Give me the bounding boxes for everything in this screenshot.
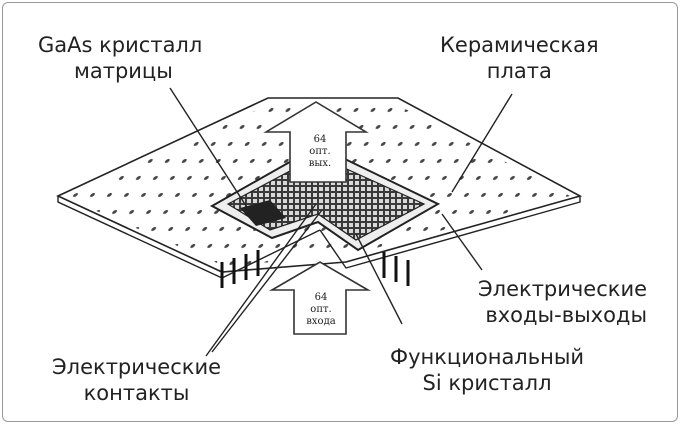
label-ceramic-plate: Керамическая плата [440, 33, 599, 83]
plate-edge-left [57, 196, 321, 279]
output-arrow [263, 101, 369, 183]
leader-lines [169, 87, 513, 357]
label-contacts: Электрические контакты [52, 355, 222, 405]
matrix-dark-strip [240, 200, 286, 226]
label-io: Электрические входы-выходы [478, 277, 648, 327]
output-opt: опт. [309, 146, 331, 157]
input-arrow [269, 261, 371, 335]
output-arrow-caption: 64 опт. вых. [300, 134, 340, 170]
leader-si [355, 233, 403, 325]
leader-gaas [169, 87, 251, 213]
leader-contacts-1 [205, 203, 317, 357]
input-opt: опт. [310, 304, 332, 315]
label-si-crystal: Функциональный Si кристалл [390, 345, 585, 395]
input-in: входа [306, 316, 336, 327]
input-arrow-caption: 64 опт. входа [298, 292, 344, 328]
input-count: 64 [314, 292, 328, 303]
leader-ceramic [451, 93, 513, 193]
io-pins [220, 250, 410, 288]
leader-contacts-2 [211, 209, 323, 353]
output-count: 64 [313, 134, 327, 145]
output-out: вых. [308, 158, 332, 169]
leader-io [441, 213, 483, 271]
plate-edge-right [319, 196, 581, 269]
label-gaas-crystal: GaAs кристалл матрицы [38, 33, 203, 83]
